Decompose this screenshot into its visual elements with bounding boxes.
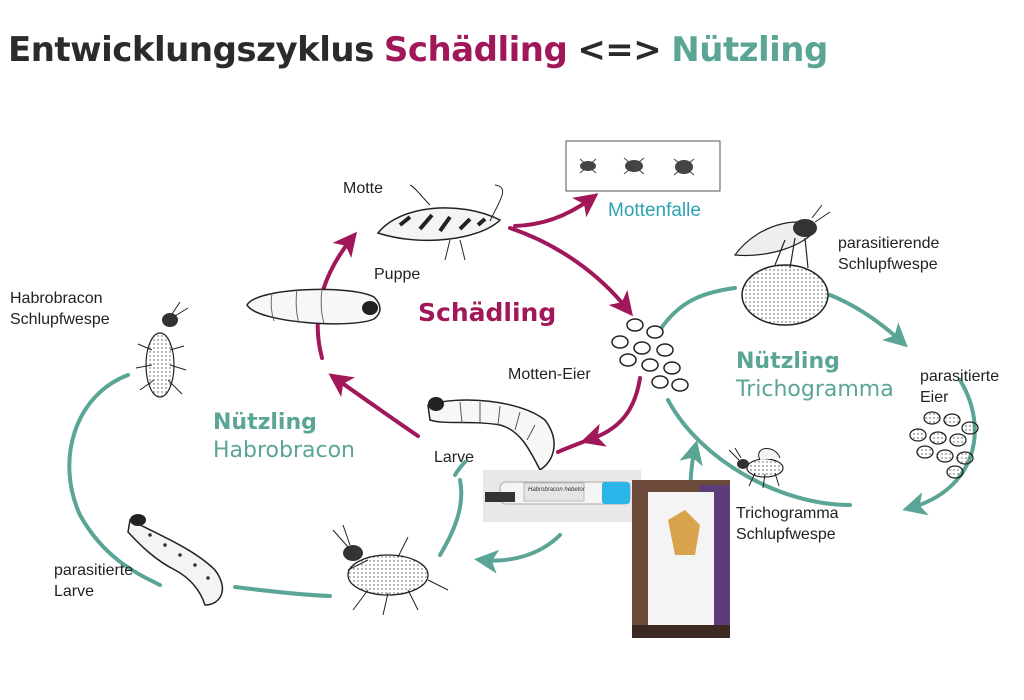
title-part-2: Schädling	[383, 30, 568, 70]
label-moth-trap: Mottenfalle	[608, 200, 701, 221]
label-habrobracon-wasp: Habrobracon Schlupfwespe	[10, 288, 110, 330]
arrow-habro-right	[453, 460, 467, 477]
arrow-wasp-to-larva	[67, 373, 162, 587]
habrobracon-center-label: Nützling Habrobracon	[213, 409, 355, 465]
vial-label: Habrobracon hebetor	[528, 487, 585, 493]
parasitized-eggs-drawing	[909, 411, 979, 479]
parasitized-larva-drawing	[127, 514, 224, 606]
label-habrobracon-wasp-line2: Schlupfwespe	[10, 311, 110, 328]
title-part-4: Nützling	[671, 30, 828, 70]
label-parasitizing-line2: Schlupfwespe	[838, 256, 938, 273]
label-habrobracon-wasp-line1: Habrobracon	[10, 290, 103, 307]
label-parasitized-eggs-line2: Eier	[920, 389, 949, 406]
title-part-1: Entwicklungszyklus	[8, 30, 374, 70]
trichogramma-label-line1: Nützling	[736, 349, 840, 374]
trichogramma-label-line2: Trichogramma	[736, 377, 894, 402]
label-parasitized-eggs: parasitierte Eier	[920, 366, 999, 408]
larva-drawing	[427, 397, 555, 472]
label-pupa: Puppe	[374, 266, 421, 283]
label-parasitized-larva-line2: Larve	[54, 583, 95, 600]
moth-trap-image	[565, 140, 721, 192]
trichogramma-wasp-drawing	[728, 447, 784, 489]
arrow-parasitized-to-adult	[233, 585, 332, 598]
label-moth: Motte	[343, 180, 384, 197]
arrow-larva-to-cycle	[474, 533, 562, 574]
pest-center-label: Schädling	[418, 298, 557, 327]
arrow-larva-to-pupa	[328, 373, 420, 438]
label-parasitizing-line1: parasitierende	[838, 235, 940, 252]
pest-cycle-arrows	[315, 193, 642, 454]
habrobracon-label-line2: Habrobracon	[213, 438, 356, 463]
habrobracon-cycle-arrows	[67, 373, 562, 598]
moth-eggs-drawing	[611, 318, 689, 392]
habrobracon-label-line1: Nützling	[213, 410, 317, 435]
label-trichogramma-wasp-line1: Trichogramma	[736, 505, 839, 522]
arrow-moth-to-eggs	[508, 226, 633, 317]
parasitizing-wasp-drawing	[733, 204, 831, 326]
trichogramma-card-photo	[632, 480, 730, 638]
label-moth-eggs: Motten-Eier	[508, 366, 591, 383]
pupa-drawing	[246, 288, 381, 325]
label-parasitized-larva-line1: parasitierte	[54, 562, 134, 579]
arrow-parasitizing-to-parasitized	[828, 293, 908, 348]
trichogramma-center-label: Nützling Trichogramma	[736, 348, 894, 404]
label-larva: Larve	[434, 449, 475, 466]
label-parasitizing-wasp: parasitierende Schlupfwespe	[838, 233, 939, 275]
label-trichogramma-wasp: Trichogramma Schlupfwespe	[736, 503, 839, 545]
arrow-eggs-to-parasitizing	[658, 286, 737, 332]
label-trichogramma-wasp-line2: Schlupfwespe	[736, 526, 836, 543]
vials-photo	[483, 470, 641, 522]
label-parasitized-eggs-line1: parasitierte	[920, 368, 1000, 385]
arrow-adult-to-wasp-tail	[438, 478, 464, 557]
arrow-moth-to-trap	[513, 193, 599, 228]
arrow-wasp-to-eggs	[666, 398, 852, 507]
arrow-eggs-to-larva	[580, 376, 642, 447]
arrow-eggs-down-tail	[556, 438, 590, 454]
habrobracon-adult-drawing	[332, 524, 449, 616]
habrobracon-wasp-drawing	[135, 301, 189, 398]
label-parasitized-larva: parasitierte Larve	[54, 560, 133, 602]
moth-drawing	[376, 184, 504, 261]
title-part-3: <=>	[577, 30, 662, 70]
